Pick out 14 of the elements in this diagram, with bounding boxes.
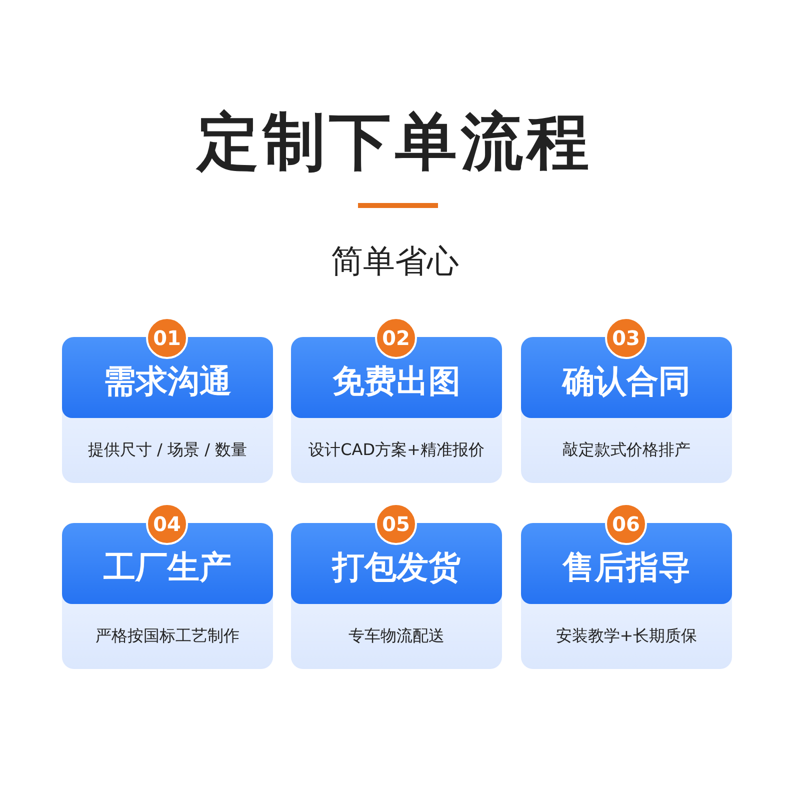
step-description: 安装教学+长期质保 xyxy=(554,625,698,647)
step-description: 严格按国标工艺制作 xyxy=(94,625,240,647)
step-description: 设计CAD方案+精准报价 xyxy=(308,439,486,461)
step-number-badge: 05 xyxy=(375,503,417,545)
step-description: 敲定款式价格排产 xyxy=(562,439,692,461)
step-number-badge: 03 xyxy=(605,317,647,359)
step-number-badge: 01 xyxy=(146,317,188,359)
title: 定制下单流程 xyxy=(194,104,594,180)
step-description: 提供尺寸 / 场景 / 数量 xyxy=(86,439,248,461)
step-number-badge: 04 xyxy=(146,503,188,545)
step-description: 专车物流配送 xyxy=(348,625,446,647)
step-number-badge: 06 xyxy=(605,503,647,545)
step-number-badge: 02 xyxy=(375,317,417,359)
subtitle: 简单省心 xyxy=(330,241,460,282)
